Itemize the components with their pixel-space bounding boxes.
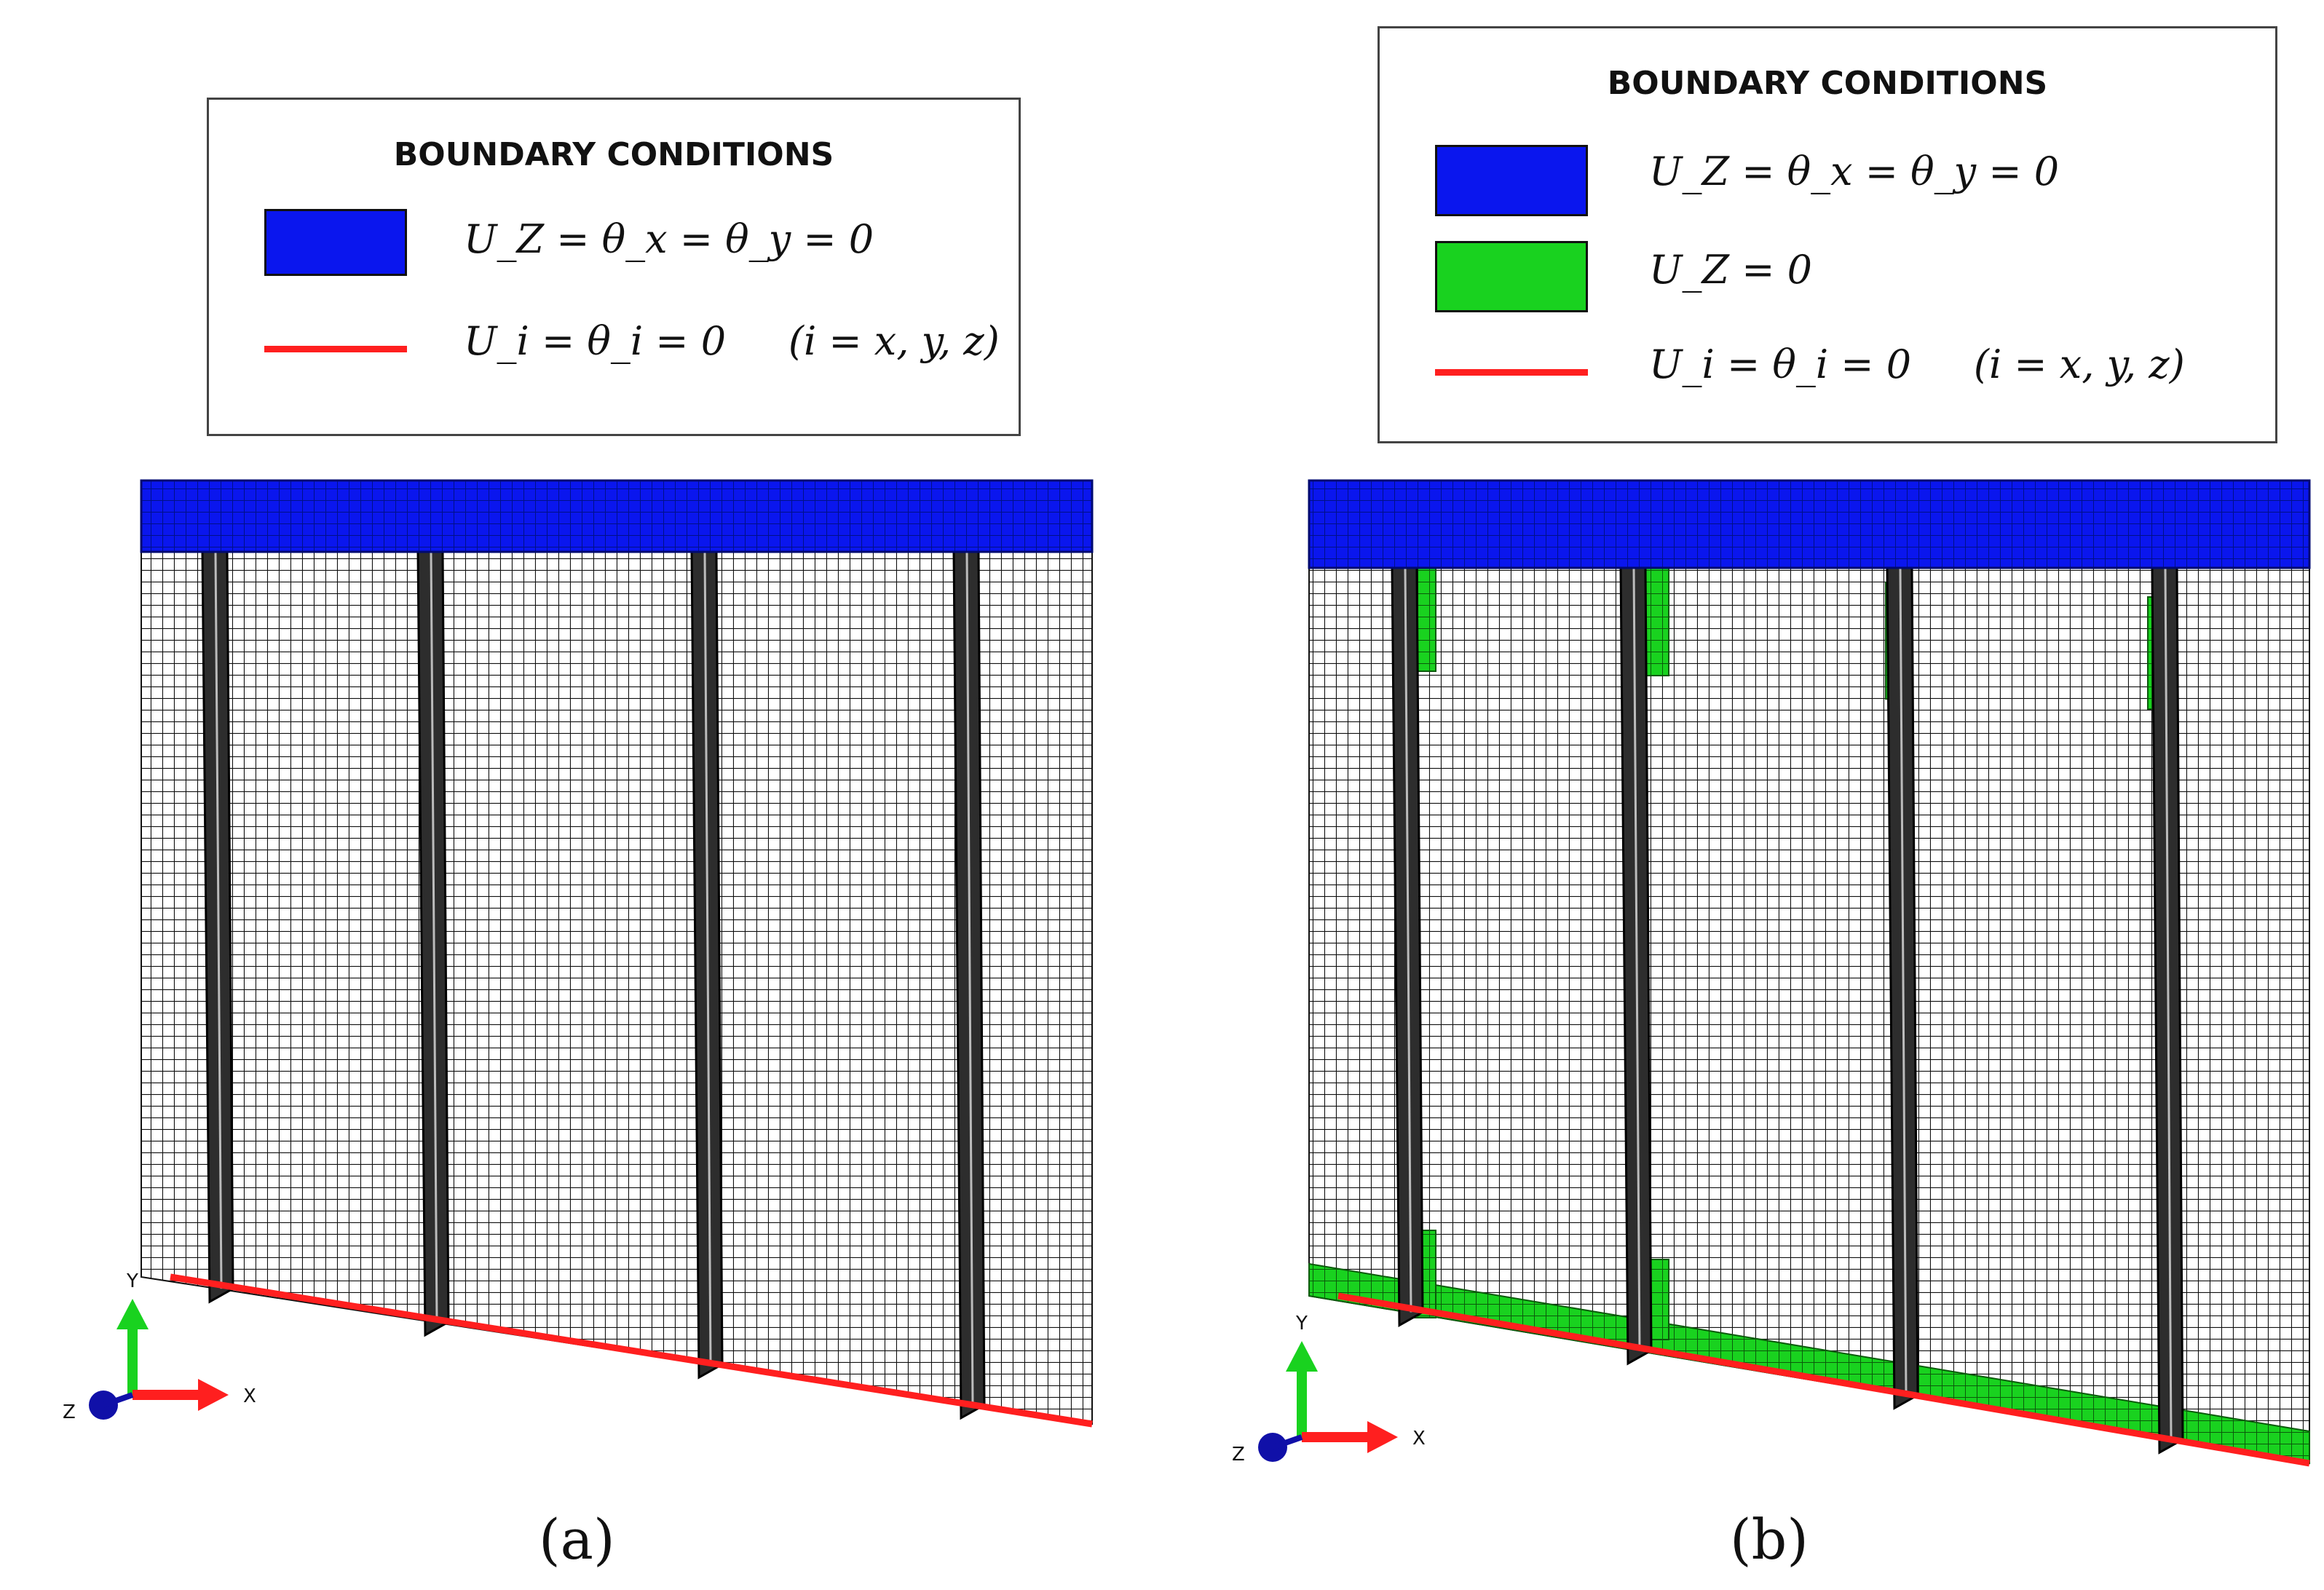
legend-box-b: BOUNDARY CONDITIONS U_Z = θ_x = θ_y = 0 … [1378, 26, 2277, 443]
y-arrow-head [116, 1299, 149, 1329]
x-arrow-head [1367, 1421, 1398, 1453]
z-axis-line [102, 1392, 134, 1408]
stiffener-edge [2164, 567, 2173, 1440]
legend-label-blue: U_Z = θ_x = θ_y = 0 [1649, 149, 2060, 194]
z-axis-label: Z [1232, 1444, 1245, 1466]
panel-a: BOUNDARY CONDITIONS U_Z = θ_x = θ_y = 0 … [63, 98, 1094, 1572]
stiffener-edge [703, 551, 712, 1365]
legend-title: BOUNDARY CONDITIONS [393, 136, 834, 173]
red-line-swatch [264, 346, 407, 352]
legend-box-a: BOUNDARY CONDITIONS U_Z = θ_x = θ_y = 0 … [207, 98, 1021, 436]
red-bottom-edge [1337, 1292, 2310, 1467]
blue-top-band [140, 479, 1094, 553]
legend-title: BOUNDARY CONDITIONS [1607, 65, 2048, 102]
fe-mesh-a: X Y Z [63, 479, 1094, 1428]
stiffener-edge [965, 551, 974, 1405]
stiffener-edge [214, 551, 223, 1289]
z-axis-line [1271, 1434, 1303, 1450]
x-axis-label: X [1412, 1428, 1426, 1449]
blue-swatch [264, 209, 407, 276]
blue-swatch [1435, 145, 1588, 216]
stiffener-edge [1632, 567, 1641, 1351]
x-arrow-head [198, 1379, 229, 1411]
caption-b: (b) [1730, 1507, 1809, 1572]
y-arrow-head [1286, 1341, 1318, 1372]
green-swatch [1435, 241, 1588, 312]
red-bottom-edge [170, 1273, 1093, 1428]
z-axis-label: Z [63, 1401, 76, 1423]
legend-label-blue: U_Z = θ_x = θ_y = 0 [464, 216, 874, 262]
blue-top-band [1308, 479, 2311, 569]
stiffener-edge [1404, 567, 1412, 1313]
caption-a: (a) [539, 1507, 615, 1572]
stiffener-edge [1899, 567, 1908, 1396]
stiffener-edge [430, 551, 438, 1322]
red-line-swatch [1435, 369, 1588, 376]
y-axis-label: Y [126, 1270, 138, 1292]
legend-label-red: U_i = θ_i = 0 (i = x, y, z) [1649, 341, 2185, 387]
legend-label-red: U_i = θ_i = 0 (i = x, y, z) [464, 318, 1000, 364]
panel-b: BOUNDARY CONDITIONS U_Z = θ_x = θ_y = 0 … [1162, 0, 2324, 1590]
fe-mesh-b: X Y Z [1232, 479, 2311, 1467]
legend-label-green: U_Z = 0 [1649, 247, 1812, 293]
x-axis-label: X [243, 1385, 256, 1407]
y-axis-label: Y [1295, 1313, 1308, 1334]
